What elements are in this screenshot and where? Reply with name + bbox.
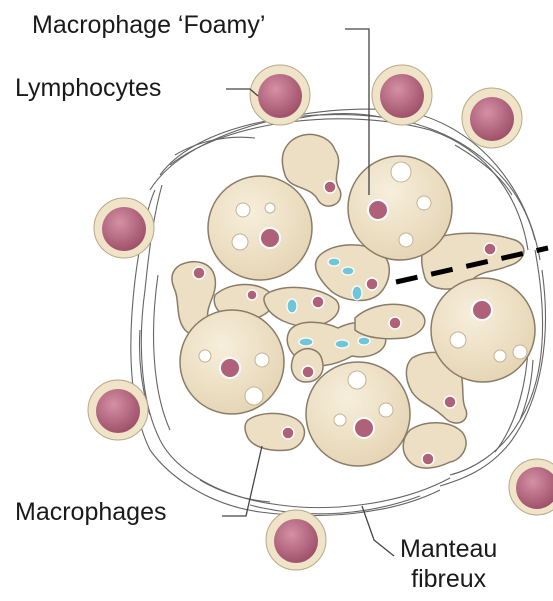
foamy-macrophages <box>180 156 535 466</box>
lymphocyte-cell-icon <box>509 459 553 515</box>
lymphocytes-label: Lymphocytes <box>15 73 161 103</box>
lymphocyte-cell-icon <box>462 88 522 148</box>
foamy-macrophage-cell-icon <box>208 176 312 280</box>
foamy-macrophage-cell-icon <box>180 310 284 414</box>
fibrous-mantle-label-line2: fibreux <box>400 564 497 594</box>
foamy-macrophage-cell-icon <box>348 156 452 260</box>
leader-line-macrophages <box>222 446 262 516</box>
macrophage-cell-icon <box>292 349 324 382</box>
leader-line-manteau <box>362 506 394 556</box>
lymphocyte-cell-icon <box>372 65 432 125</box>
fibrous-mantle-label-line1: Manteau <box>400 534 497 564</box>
macrophages-label: Macrophages <box>15 497 166 527</box>
lymphocyte-cell-icon <box>94 198 154 258</box>
lymphocyte-cell-icon <box>88 380 148 440</box>
macrophage-cell-icon <box>264 287 339 326</box>
foamy-macrophage-label: Macrophage ‘Foamy’ <box>32 10 265 40</box>
macrophage-cell-icon <box>403 423 466 468</box>
lymphocyte-cell-icon <box>250 65 310 125</box>
foamy-macrophage-cell-icon <box>431 278 535 382</box>
lymphocyte-cell-icon <box>266 510 326 570</box>
fibrous-mantle-label: Manteau fibreux <box>400 534 497 594</box>
macrophage-cell-icon <box>245 413 304 450</box>
foamy-macrophage-cell-icon <box>306 362 410 466</box>
macrophage-cell-icon <box>355 304 425 338</box>
